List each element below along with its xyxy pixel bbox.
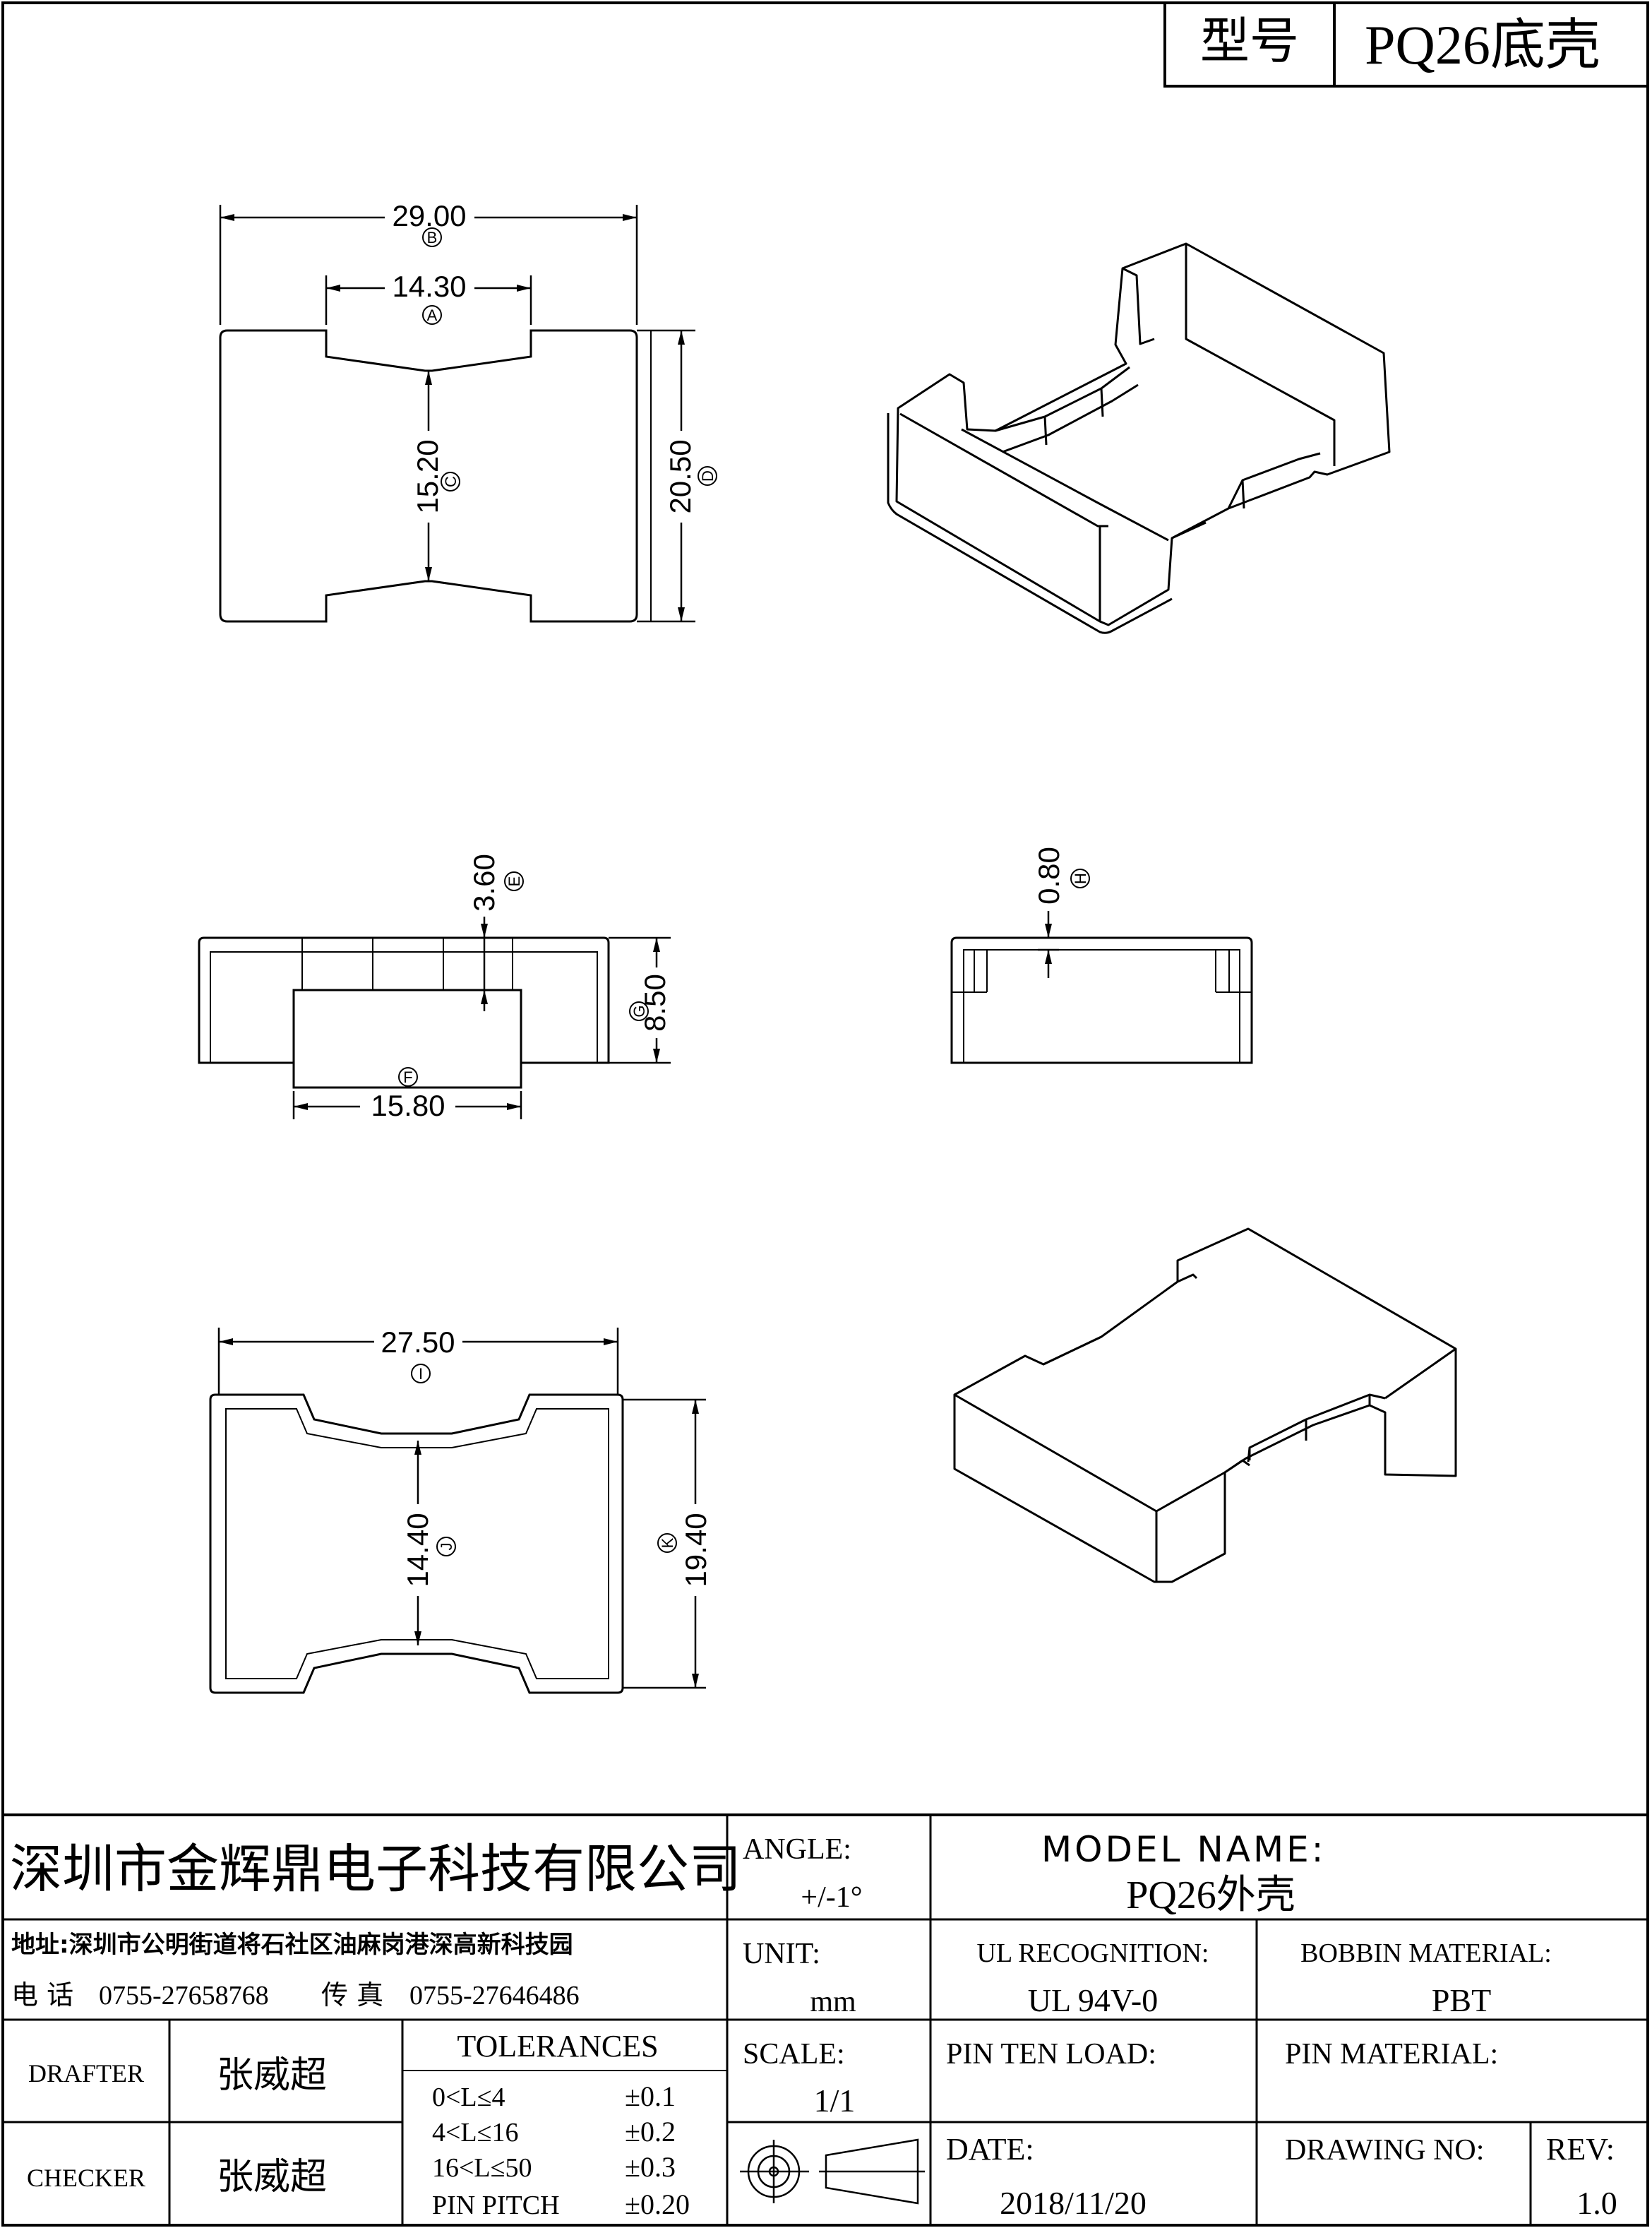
tolerances-title: TOLERANCES	[457, 2029, 658, 2063]
tolerance-value-2: ±0.3	[625, 2151, 676, 2183]
drawing-no-label: DRAWING NO:	[1285, 2134, 1484, 2167]
dim-slot-width: 14.30	[392, 270, 466, 303]
angle-value: +/-1°	[801, 1881, 862, 1914]
dim-bottom-inner: 14.40	[401, 1513, 434, 1587]
callout-circle-h	[1070, 869, 1090, 888]
date-value: 2018/11/20	[1000, 2185, 1147, 2221]
fax-number: 0755-27646486	[409, 1981, 580, 2010]
tolerance-range-0: 0<L≤4	[432, 2083, 505, 2112]
dim-bottom-outer: 19.40	[679, 1513, 712, 1587]
callout-h: H	[1072, 873, 1089, 884]
unit-value: mm	[810, 1986, 856, 2018]
bobbin-value: PBT	[1432, 1982, 1491, 2018]
title-block-grid	[3, 1813, 1648, 2225]
scale-value: 1/1	[814, 2083, 856, 2119]
callout-circle-j	[436, 1537, 456, 1556]
dim-step-height: 3.60	[467, 854, 501, 912]
bobbin-label: BOBBIN MATERIAL:	[1300, 1938, 1552, 1968]
model-box-value: PQ26底壳	[1365, 14, 1600, 76]
dim-total-width: 29.00	[392, 199, 466, 232]
rev-label: REV:	[1546, 2132, 1615, 2167]
pin-ten-load-label: PIN TEN LOAD:	[946, 2038, 1156, 2071]
model-box: 型号 PQ26底壳	[1163, 1, 1649, 88]
model-name-value: PQ26外壳	[1126, 1873, 1295, 1917]
callout-j: J	[438, 1543, 455, 1551]
drafter-label: DRAFTER	[28, 2059, 144, 2087]
callout-circle-k	[657, 1533, 677, 1553]
iso-view-closed	[953, 1227, 1457, 1583]
callout-circle-f	[398, 1067, 418, 1087]
tolerance-value-0: ±0.1	[625, 2080, 676, 2112]
callout-circle-g	[629, 1001, 649, 1021]
dim-inner-height: 15.20	[411, 439, 444, 513]
dim-outer-height: 20.50	[664, 439, 697, 513]
tolerance-value-3: ±0.20	[625, 2188, 690, 2220]
company-address: 地址:深圳市公明街道将石社区油麻岗港深高新科技园	[11, 1931, 573, 1959]
callout-circle-i	[411, 1364, 431, 1383]
callout-circle-b	[422, 227, 442, 247]
checker-name: 张威超	[217, 2156, 327, 2198]
phone-label: 电 话	[11, 1979, 73, 2010]
unit-label: UNIT:	[743, 1938, 820, 1970]
callout-circle-c	[441, 472, 460, 492]
top-view	[219, 329, 652, 623]
phone-number: 0755-27658768	[99, 1981, 269, 2010]
top-view-dimensions	[219, 205, 695, 623]
end-view	[950, 936, 1253, 1064]
model-name-label: MODEL NAME:	[1041, 1829, 1327, 1870]
bottom-view-dimensions	[217, 1328, 706, 1689]
end-view-dimensions	[1038, 911, 1059, 978]
iso-view-open	[887, 242, 1391, 634]
callout-circle-e	[504, 871, 524, 891]
tolerance-value-1: ±0.2	[625, 2116, 676, 2147]
dim-wall: 0.80	[1032, 847, 1065, 905]
callout-c: C	[442, 476, 460, 487]
company-name: 深圳市金辉鼎电子科技有限公司	[10, 1839, 741, 1900]
callout-b: B	[427, 229, 438, 246]
side-view	[198, 936, 610, 1089]
model-box-label: 型号	[1200, 12, 1299, 70]
tolerance-range-3: PIN PITCH	[432, 2191, 560, 2220]
callout-f: F	[403, 1068, 412, 1086]
ul-label: UL RECOGNITION:	[977, 1938, 1209, 1968]
callout-d: D	[699, 470, 717, 482]
callout-circle-a	[422, 305, 442, 325]
scale-label: SCALE:	[743, 2038, 845, 2071]
projection-symbol-icon	[740, 2138, 925, 2205]
callout-a: A	[427, 306, 438, 324]
dim-bottom-width-total: 27.50	[381, 1326, 455, 1359]
rev-value: 1.0	[1576, 2185, 1617, 2221]
pin-material-label: PIN MATERIAL:	[1285, 2038, 1498, 2071]
tolerance-range-2: 16<L≤50	[432, 2153, 532, 2183]
date-label: DATE:	[946, 2132, 1034, 2167]
angle-label: ANGLE:	[743, 1833, 851, 1866]
fax-label: 传 真	[321, 1979, 383, 2010]
tolerance-range-1: 4<L≤16	[432, 2118, 519, 2147]
checker-label: CHECKER	[27, 2164, 145, 2192]
callout-i: I	[419, 1365, 423, 1383]
callout-k: K	[659, 1537, 676, 1548]
side-view-dimensions	[292, 917, 671, 1119]
callout-circle-d	[698, 466, 717, 486]
callout-g: G	[630, 1005, 648, 1017]
ul-value: UL 94V-0	[1028, 1982, 1158, 2018]
callout-e: E	[505, 876, 523, 887]
dim-bottom-width: 15.80	[371, 1089, 445, 1122]
bottom-view	[209, 1393, 624, 1694]
drafter-name: 张威超	[217, 2054, 327, 2097]
